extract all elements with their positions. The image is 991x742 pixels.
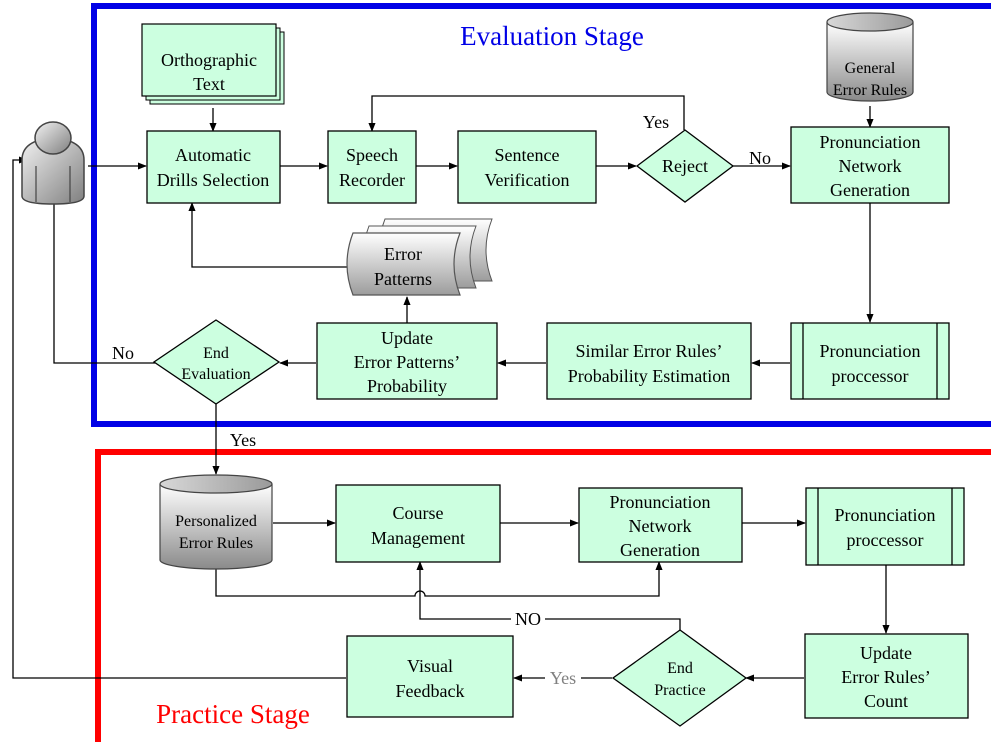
pron-processor-practice-line1: Pronunciation — [835, 505, 936, 525]
automatic-drills-line2: Drills Selection — [157, 170, 269, 190]
end-evaluation-decision: End Evaluation — [152, 319, 281, 405]
update-error-patterns-box: Update Error Patterns’ Probability — [316, 322, 498, 400]
general-error-rules-line1: General — [845, 60, 896, 77]
end-eval-no-label: No — [112, 343, 134, 363]
personalized-error-rules-db: Personalized Error Rules — [159, 474, 273, 570]
pron-network-eval-line2: Network — [839, 156, 902, 176]
visual-feedback-box: Visual Feedback — [346, 635, 514, 718]
end-practice-decision: End Practice — [611, 629, 748, 727]
end-evaluation-line1: End — [203, 345, 229, 362]
pron-processor-eval-line1: Pronunciation — [820, 341, 921, 361]
pronunciation-processor-practice-box: Pronunciation proccessor — [805, 487, 965, 566]
automatic-drills-box: Automatic Drills Selection — [146, 130, 281, 204]
speech-recorder-line1: Speech — [346, 145, 398, 165]
similar-error-rules-line1: Similar Error Rules’ — [576, 341, 723, 361]
reject-no-label: No — [749, 148, 771, 168]
reject-label: Reject — [662, 156, 708, 176]
end-eval-yes-label: Yes — [230, 430, 256, 450]
pron-processor-eval-line2: proccessor — [832, 366, 909, 386]
practice-stage-frame: Practice Stage — [95, 449, 991, 742]
sentence-verification-line1: Sentence — [495, 145, 560, 165]
pron-network-practice-line2: Network — [629, 516, 692, 536]
end-practice-line2: Practice — [654, 682, 706, 699]
update-error-patterns-line1: Update — [381, 328, 433, 348]
orthographic-text-line1: Orthographic — [161, 50, 257, 70]
sentence-verification-box: Sentence Verification — [457, 130, 597, 204]
similar-error-rules-line2: Probability Estimation — [568, 366, 731, 386]
evaluation-stage-title: Evaluation Stage — [460, 21, 644, 51]
reject-decision: Reject — [635, 129, 735, 203]
orthographic-text-line2: Text — [193, 74, 225, 94]
evaluation-stage-frame: Evaluation Stage — [91, 3, 991, 427]
visual-feedback-line2: Feedback — [396, 681, 465, 701]
error-patterns-line2: Patterns — [374, 269, 432, 289]
pron-network-practice-line1: Pronunciation — [610, 492, 711, 512]
pronunciation-network-eval-box: Pronunciation Network Generation — [790, 126, 950, 204]
update-error-patterns-line3: Probability — [367, 376, 447, 396]
user-icon — [21, 121, 85, 205]
orthographic-text-node: Orthographic Text — [141, 23, 285, 105]
speech-recorder-box: Speech Recorder — [327, 130, 417, 204]
pronunciation-processor-eval-box: Pronunciation proccessor — [790, 322, 950, 400]
pron-network-practice-line3: Generation — [620, 540, 700, 560]
update-error-patterns-line2: Error Patterns’ — [354, 352, 460, 372]
error-patterns-store: Error Patterns — [346, 218, 493, 296]
end-evaluation-line2: Evaluation — [181, 366, 250, 383]
end-practice-yes-label: Yes — [550, 668, 576, 688]
visual-feedback-line1: Visual — [407, 656, 453, 676]
end-practice-line1: End — [667, 660, 693, 677]
personalized-rules-line1: Personalized — [175, 513, 257, 530]
error-patterns-line1: Error — [384, 244, 422, 264]
update-error-rules-count-box: Update Error Rules’ Count — [804, 633, 969, 719]
update-count-line2: Error Rules’ — [841, 667, 930, 687]
similar-error-rules-box: Similar Error Rules’ Probability Estimat… — [546, 322, 752, 400]
end-practice-no-label: NO — [515, 609, 541, 629]
course-management-line1: Course — [393, 503, 444, 523]
pron-network-eval-line1: Pronunciation — [820, 132, 921, 152]
update-count-line1: Update — [860, 643, 912, 663]
edge-labels: Yes No No Yes NO Yes — [112, 112, 771, 688]
pron-processor-practice-line2: proccessor — [847, 530, 924, 550]
reject-yes-label: Yes — [643, 112, 669, 132]
practice-stage-title: Practice Stage — [156, 699, 310, 729]
sentence-verification-line2: Verification — [485, 170, 570, 190]
pronunciation-network-practice-box: Pronunciation Network Generation — [578, 487, 743, 563]
general-error-rules-line2: Error Rules — [833, 82, 907, 99]
automatic-drills-line1: Automatic — [175, 145, 251, 165]
update-count-line3: Count — [864, 691, 908, 711]
course-management-line2: Management — [371, 528, 465, 548]
personalized-rules-line2: Error Rules — [179, 535, 253, 552]
pron-network-eval-line3: Generation — [830, 180, 910, 200]
speech-recorder-line2: Recorder — [339, 170, 405, 190]
general-error-rules-db: General Error Rules — [826, 12, 914, 102]
connectors — [12, 95, 890, 682]
course-management-box: Course Management — [335, 484, 501, 563]
